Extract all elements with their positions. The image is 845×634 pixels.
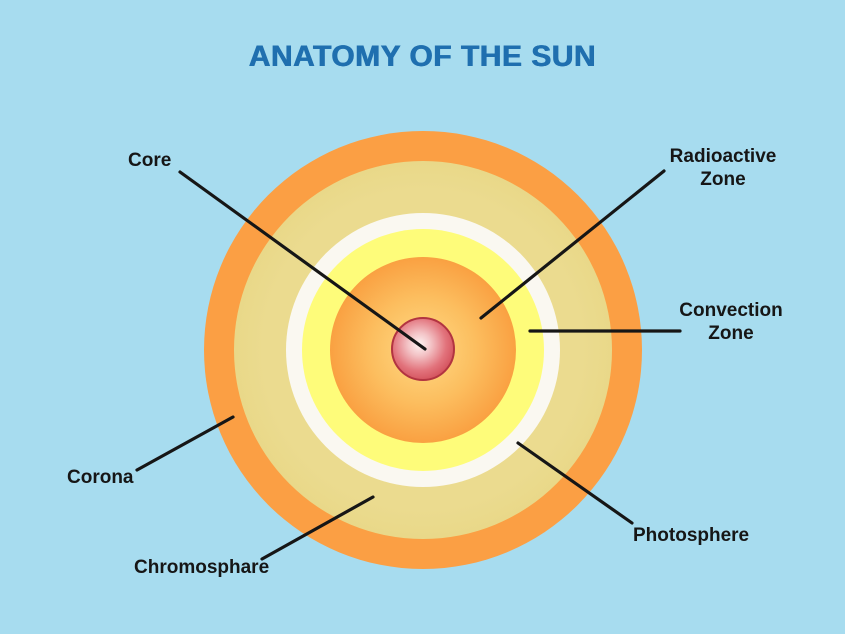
photosphere-label: Photosphere	[633, 525, 750, 546]
core-layer	[391, 317, 455, 381]
radioactive-zone-label-line2: Zone	[700, 169, 746, 190]
corona-label: Corona	[67, 467, 134, 488]
convection-zone-label: Convection Zone	[656, 299, 806, 345]
radioactive-zone-label-line1: Radioactive	[669, 146, 777, 167]
chromosphere-label: Chromosphare	[134, 557, 270, 578]
convection-zone-label-line2: Zone	[708, 323, 754, 344]
convection-zone-label-line1: Convection	[679, 300, 783, 321]
radioactive-zone-label: Radioactive Zone	[648, 145, 798, 191]
page-title: ANATOMY OF THE SUN	[248, 40, 597, 73]
core-label: Core	[128, 150, 172, 171]
